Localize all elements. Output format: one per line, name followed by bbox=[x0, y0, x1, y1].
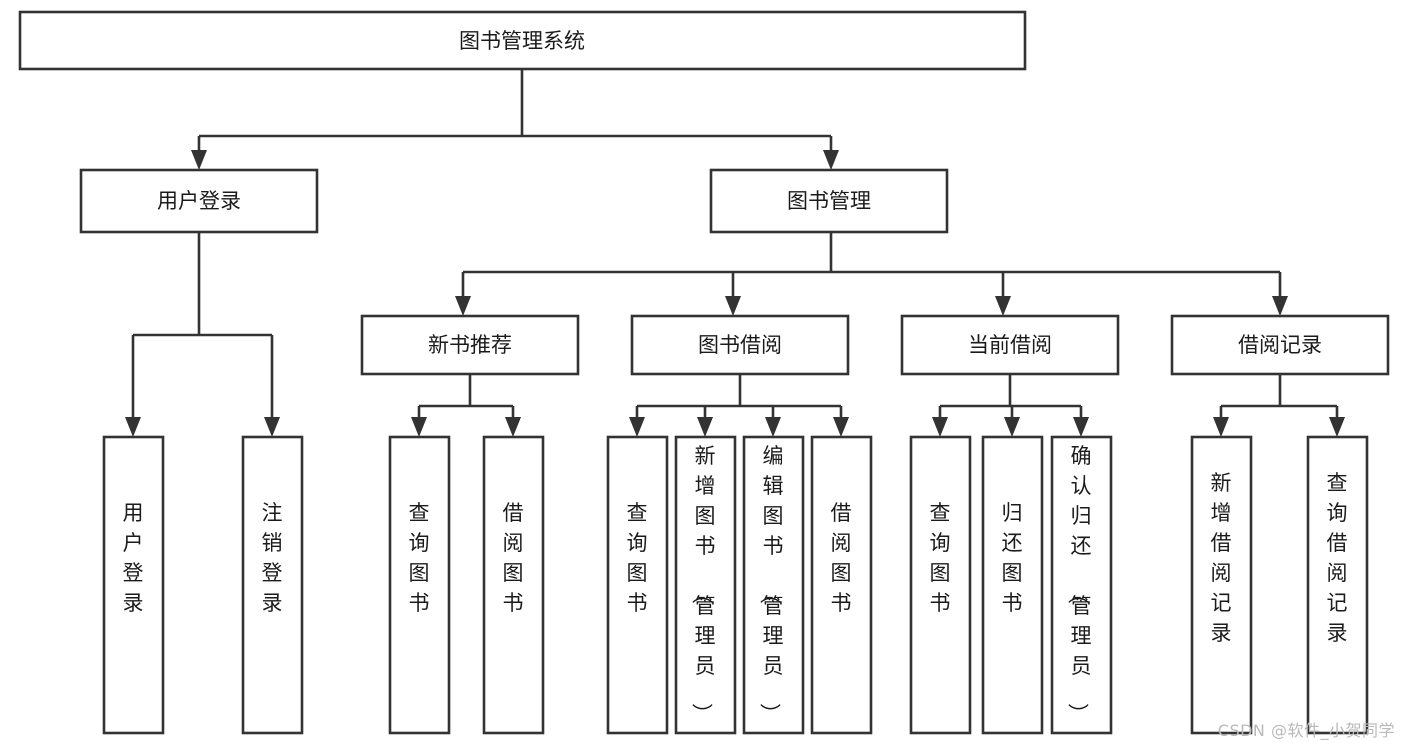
arrowhead-book-borrow bbox=[725, 296, 741, 316]
node-leaf-borrow-book-1-box[interactable] bbox=[482, 435, 545, 735]
node-leaf-query-record[interactable]: 查询借阅记录 bbox=[1306, 435, 1369, 735]
arrowhead-leaf-user-login bbox=[125, 417, 141, 437]
arrowhead-user-login bbox=[191, 150, 207, 170]
node-leaf-add-record-label: 新增借阅记录 bbox=[1211, 471, 1232, 645]
node-leaf-query-book-2[interactable]: 查询图书 bbox=[606, 435, 669, 735]
node-book-manage-label: 图书管理 bbox=[787, 189, 871, 213]
arrowhead-leaf-query-record bbox=[1329, 417, 1345, 437]
arrowhead-leaf-return-book bbox=[1004, 417, 1020, 437]
arrowhead-borrow-record bbox=[1272, 296, 1288, 316]
node-leaf-user-logout-label: 注销登录 bbox=[262, 501, 283, 615]
arrowhead-leaf-edit-book bbox=[765, 417, 781, 437]
node-leaf-user-logout-box[interactable] bbox=[241, 435, 304, 735]
node-book-borrow[interactable]: 图书借阅 bbox=[630, 314, 850, 376]
node-leaf-user-login[interactable]: 用户登录 bbox=[102, 435, 165, 735]
node-leaf-user-login-label: 用户登录 bbox=[123, 501, 144, 615]
edge-new-book-rec-trunk bbox=[417, 374, 515, 425]
arrowhead-new-book-rec bbox=[455, 296, 471, 316]
node-book-manage[interactable]: 图书管理 bbox=[709, 168, 949, 234]
edges-layer bbox=[125, 69, 1345, 437]
node-leaf-borrow-book-1-label: 借阅图书 bbox=[503, 501, 524, 615]
node-leaf-query-book-2-box[interactable] bbox=[606, 435, 669, 735]
arrowhead-leaf-query-book-1 bbox=[411, 417, 427, 437]
node-leaf-query-record-label: 查询借阅记录 bbox=[1327, 471, 1348, 645]
node-leaf-add-book[interactable]: 新增图书（管理员） bbox=[674, 435, 737, 735]
node-leaf-edit-book-label: 编辑图书（管理员） bbox=[758, 444, 784, 724]
node-leaf-edit-book-box[interactable] bbox=[742, 435, 805, 735]
arrowhead-leaf-query-book-2 bbox=[629, 417, 645, 437]
node-leaf-borrow-book-1[interactable]: 借阅图书 bbox=[482, 435, 545, 735]
node-current-borrow-box[interactable] bbox=[900, 314, 1120, 376]
arrowhead-leaf-query-book-3 bbox=[932, 417, 948, 437]
node-leaf-query-book-1[interactable]: 查询图书 bbox=[388, 435, 451, 735]
node-borrow-record-label: 借阅记录 bbox=[1238, 333, 1322, 357]
node-leaf-confirm-return[interactable]: 确认归还（管理员） bbox=[1050, 435, 1113, 735]
node-leaf-add-book-box[interactable] bbox=[674, 435, 737, 735]
node-leaf-borrow-book-2-box[interactable] bbox=[810, 435, 873, 735]
node-user-login-box[interactable] bbox=[79, 168, 319, 234]
node-leaf-query-book-2-label: 查询图书 bbox=[627, 501, 648, 615]
edge-borrow-record-trunk bbox=[1219, 374, 1339, 425]
node-leaf-confirm-return-box[interactable] bbox=[1050, 435, 1113, 735]
node-root-box[interactable] bbox=[18, 10, 1027, 71]
node-leaf-confirm-return-label: 确认归还（管理员） bbox=[1066, 444, 1092, 724]
csdn-watermark: CSDN @软件_小贺同学 bbox=[1217, 721, 1395, 740]
node-leaf-borrow-book-2-label: 借阅图书 bbox=[831, 501, 852, 615]
arrowhead-leaf-borrow-book-2 bbox=[833, 417, 849, 437]
arrowhead-current-borrow bbox=[995, 296, 1011, 316]
node-current-borrow-label: 当前借阅 bbox=[968, 333, 1052, 357]
arrowhead-leaf-borrow-book-1 bbox=[505, 417, 521, 437]
edge-book-borrow-trunk bbox=[635, 374, 843, 425]
node-book-borrow-label: 图书借阅 bbox=[698, 333, 782, 357]
node-leaf-borrow-book-2[interactable]: 借阅图书 bbox=[810, 435, 873, 735]
node-new-book-rec-label: 新书推荐 bbox=[428, 333, 512, 357]
node-root[interactable]: 图书管理系统 bbox=[18, 10, 1027, 71]
node-book-manage-box[interactable] bbox=[709, 168, 949, 234]
node-leaf-query-book-3[interactable]: 查询图书 bbox=[909, 435, 972, 735]
node-leaf-query-record-box[interactable] bbox=[1306, 435, 1369, 735]
node-root-label: 图书管理系统 bbox=[459, 29, 585, 53]
node-leaf-add-record-box[interactable] bbox=[1190, 435, 1253, 735]
node-leaf-add-record[interactable]: 新增借阅记录 bbox=[1190, 435, 1253, 735]
node-borrow-record[interactable]: 借阅记录 bbox=[1170, 314, 1390, 376]
edge-root-trunk bbox=[197, 69, 833, 158]
node-user-login-label: 用户登录 bbox=[157, 189, 241, 213]
node-leaf-return-book-label: 归还图书 bbox=[1002, 501, 1023, 615]
node-new-book-rec-box[interactable] bbox=[360, 314, 580, 376]
node-leaf-return-book-box[interactable] bbox=[981, 435, 1044, 735]
node-leaf-return-book[interactable]: 归还图书 bbox=[981, 435, 1044, 735]
arrowhead-leaf-user-logout bbox=[264, 417, 280, 437]
edge-book-manage-trunk bbox=[461, 232, 1282, 304]
node-leaf-query-book-3-box[interactable] bbox=[909, 435, 972, 735]
arrowhead-leaf-add-book bbox=[697, 417, 713, 437]
edge-current-borrow-trunk bbox=[938, 374, 1083, 425]
node-leaf-user-login-box[interactable] bbox=[102, 435, 165, 735]
node-new-book-rec[interactable]: 新书推荐 bbox=[360, 314, 580, 376]
node-borrow-record-box[interactable] bbox=[1170, 314, 1390, 376]
arrowhead-leaf-add-record bbox=[1213, 417, 1229, 437]
node-leaf-user-logout[interactable]: 注销登录 bbox=[241, 435, 304, 735]
node-book-borrow-box[interactable] bbox=[630, 314, 850, 376]
arrowhead-leaf-confirm-return bbox=[1073, 417, 1089, 437]
node-leaf-edit-book[interactable]: 编辑图书（管理员） bbox=[742, 435, 805, 735]
node-current-borrow[interactable]: 当前借阅 bbox=[900, 314, 1120, 376]
node-leaf-add-book-label: 新增图书（管理员） bbox=[690, 444, 716, 724]
node-leaf-query-book-3-label: 查询图书 bbox=[930, 501, 951, 615]
arrowhead-book-manage bbox=[823, 150, 839, 170]
node-leaf-query-book-1-label: 查询图书 bbox=[409, 501, 430, 615]
edge-user-login-trunk bbox=[131, 232, 274, 425]
node-user-login[interactable]: 用户登录 bbox=[79, 168, 319, 234]
node-leaf-query-book-1-box[interactable] bbox=[388, 435, 451, 735]
